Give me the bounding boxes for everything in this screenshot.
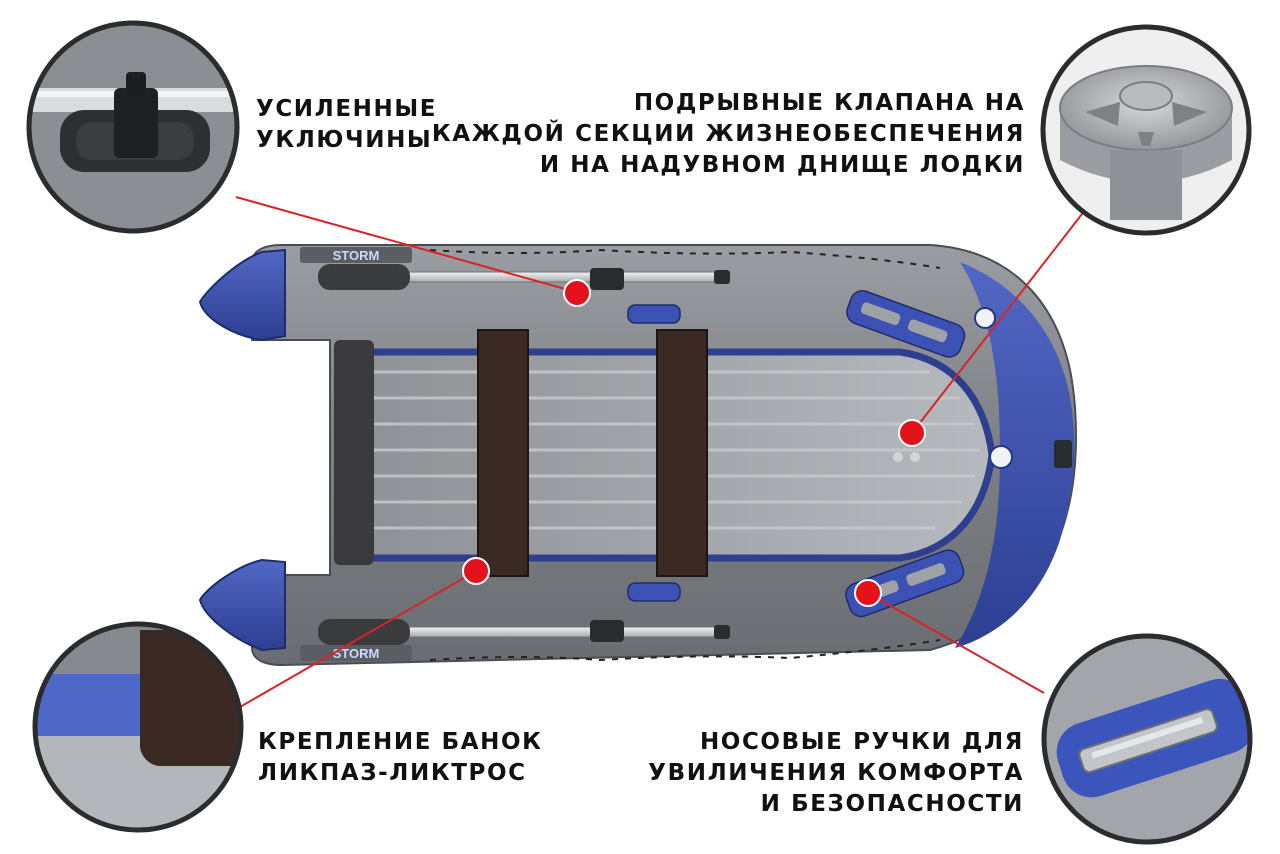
caption-bow-handles-line: УВИЛИЧЕНИЯ КОМФОРТА [648,760,1024,786]
brand-logo-bottom: STORM [333,646,380,661]
side-handle-top [627,304,681,324]
caption-valves: ПОДРЫВНЫЕ КЛАПАНА НА КАЖДОЙ СЕКЦИИ ЖИЗНЕ… [432,88,1025,181]
inflatable-boat: STORM STORM [198,244,1077,667]
marker-valves [898,419,926,447]
transom [334,340,374,565]
caption-bench-mount-line: ЛИКПАЗ-ЛИКТРОС [258,760,527,786]
detail-valve [1040,24,1252,236]
bench-seat-front [656,329,708,577]
floor-valve [910,452,920,462]
bow-handles-top [846,290,966,358]
detail-oarlock [26,20,240,234]
marker-handles [854,579,882,607]
caption-oarlocks: УСИЛЕННЫЕ УКЛЮЧИНЫ [256,94,437,156]
detail-bow-handle [1041,633,1253,845]
bow-logo [989,445,1013,469]
marker-oarlocks [563,279,591,307]
leader-line-handles [867,592,1045,694]
bow-section [955,262,1075,648]
leader-line-bench [239,570,477,708]
lifeline-rope [429,248,941,269]
callout-markers [462,279,926,607]
leader-line-valves [911,213,1083,434]
marker-bench [462,557,490,585]
caption-valves-line: И НА НАДУВНОМ ДНИЩЕ ЛОДКИ [539,152,1025,178]
brand-plate-top [300,247,412,263]
caption-oarlocks-line: УСИЛЕННЫЕ [256,96,438,122]
leader-line-oarlocks [235,196,577,293]
caption-oarlocks-line: УКЛЮЧИНЫ [256,127,433,153]
bow-ring [1054,440,1072,468]
caption-valves-line: ПОДРЫВНЫЕ КЛАПАНА НА [633,90,1025,116]
caption-bench-mount-line: КРЕПЛЕНИЕ БАНОК [258,729,543,755]
caption-bow-handles-line: И БЕЗОПАСНОСТИ [760,791,1024,817]
leader-lines [235,196,1083,708]
oar-top [318,264,731,290]
oar-bottom [318,619,731,645]
lifeline-rope [429,639,941,662]
caption-bench-mount: КРЕПЛЕНИЕ БАНОК ЛИКПАЗ-ЛИКТРОС [258,727,543,789]
floor-valve [893,452,903,462]
side-handle-bottom [627,582,681,602]
brand-logo-top: STORM [333,248,380,263]
caption-bow-handles: НОСОВЫЕ РУЧКИ ДЛЯ УВИЛИЧЕНИЯ КОМФОРТА И … [648,727,1024,820]
bench-seat-rear [477,329,529,577]
caption-valves-line: КАЖДОЙ СЕКЦИИ ЖИЗНЕОБЕСПЕЧЕНИЯ [431,121,1025,147]
stern-cone-bottom [198,558,286,652]
tube-logo [974,307,996,329]
caption-bow-handles-line: НОСОВЫЕ РУЧКИ ДЛЯ [699,729,1024,755]
stern-cone-top [198,248,286,342]
detail-bench-mount [32,621,244,833]
